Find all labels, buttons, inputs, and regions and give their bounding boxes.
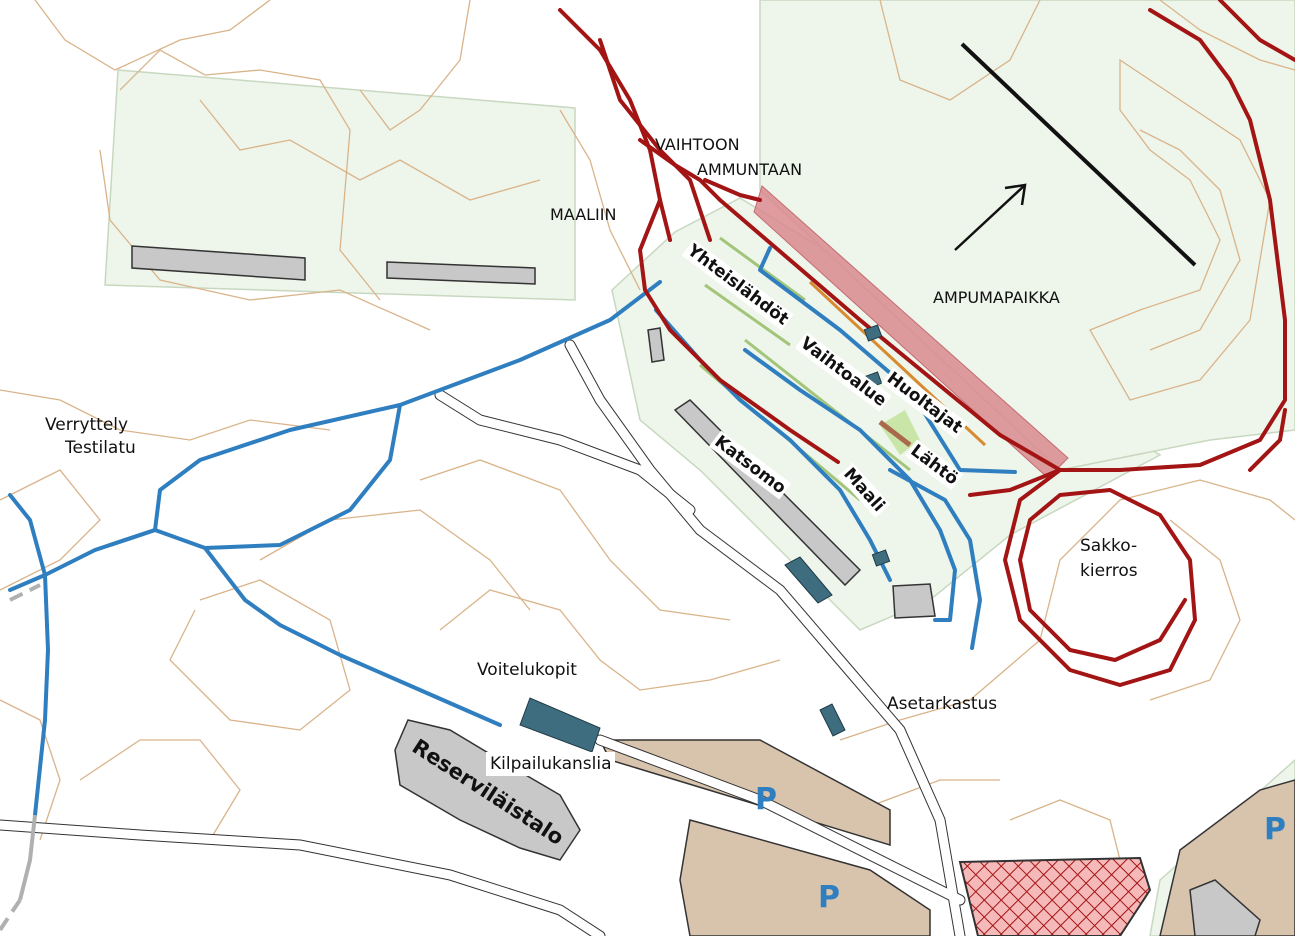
red-trails (558, 0, 1295, 687)
label-ammuntaan: AMMUNTAAN (697, 160, 803, 179)
hut-voitelukopit (519, 697, 601, 753)
huts (519, 324, 891, 753)
label-voitelukopit: Voitelukopit (477, 660, 577, 680)
parking-sign-3: P (1264, 812, 1286, 847)
roads (0, 339, 966, 936)
building-small-1 (647, 327, 665, 363)
label-vaihtoon: VAIHTOON (655, 135, 740, 154)
label-testilatu: Testilatu (65, 438, 136, 458)
shooting-range-area (759, 0, 1295, 471)
contour-lines (0, 0, 1295, 861)
hut-asetarkastus (819, 703, 846, 737)
building-small-2 (892, 583, 936, 619)
label-asetarkastus: Asetarkastus (887, 694, 998, 714)
grey-trail-dashes (0, 583, 41, 932)
label-verryttely: Verryttely (45, 415, 129, 435)
building-corner (1189, 879, 1261, 936)
parking-sign-2: P (818, 880, 840, 915)
hut-stand (784, 556, 833, 604)
target-line (960, 42, 1197, 267)
shooting-direction-arrow (954, 183, 1027, 251)
label-sakko-1: Sakko- (1080, 536, 1138, 556)
building-training-1 (131, 245, 306, 281)
building-reservilaistalo (394, 719, 581, 861)
parking-sign-1: P (755, 782, 777, 817)
label-kilpailukanslia: Kilpailukanslia (486, 752, 616, 777)
label-maaliin: MAALIIN (550, 205, 617, 224)
label-sakko-2: kierros (1080, 561, 1138, 581)
label-ampumapaikka: AMPUMAPAIKKA (933, 288, 1060, 307)
parking-area-2 (679, 819, 931, 936)
building-training-2 (386, 261, 536, 285)
hatched-area (958, 856, 1152, 936)
